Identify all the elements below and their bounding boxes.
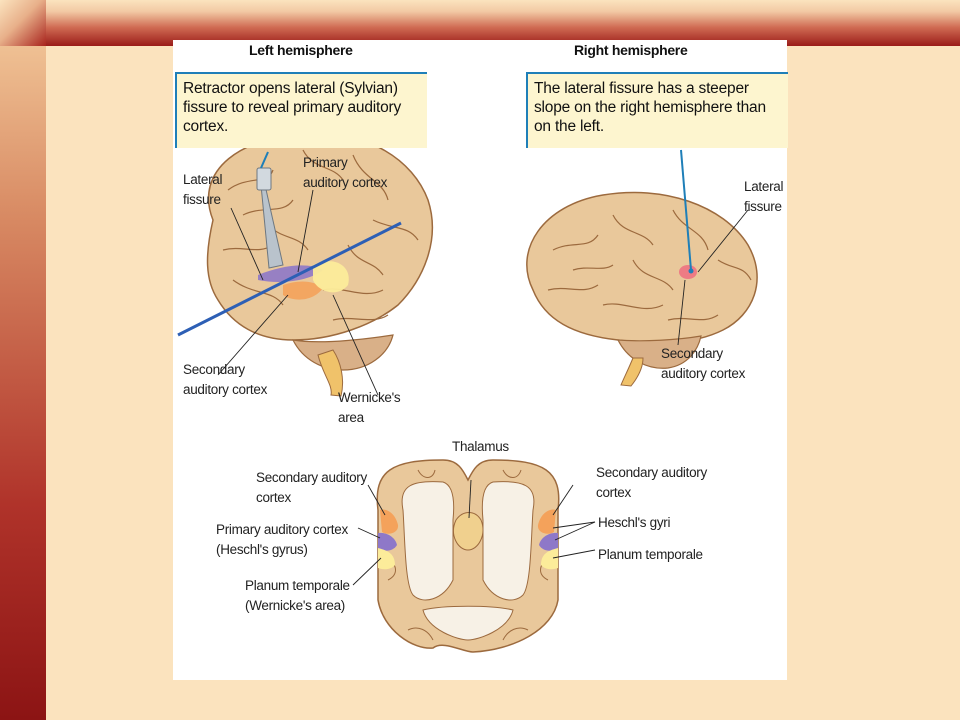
callout-right: The lateral fissure has a steeper slope …: [526, 72, 788, 148]
slide-top-bar: [46, 0, 960, 46]
label-left-lateral: Lateral: [183, 172, 223, 187]
label-right-secondary: Secondary: [661, 346, 723, 361]
label-section-heschl-gyri: Heschl's gyri: [598, 515, 671, 530]
label-thalamus: Thalamus: [452, 439, 509, 454]
label-left-secondary: Secondary: [183, 362, 245, 377]
label-section-secondary-left-2: cortex: [256, 490, 291, 505]
slide-left-bar: [0, 0, 46, 720]
label-left-primary: Primary: [303, 155, 348, 170]
callout-left: Retractor opens lateral (Sylvian) fissur…: [175, 72, 427, 148]
label-left-wernicke: Wernicke's: [338, 390, 401, 405]
label-left-area: area: [338, 410, 364, 425]
coronal-section: [352, 459, 596, 653]
label-section-primary-1: Primary auditory cortex: [216, 522, 348, 537]
label-section-planum-1: Planum temporale: [245, 578, 350, 593]
heading-left-hemisphere: Left hemisphere: [249, 42, 353, 58]
label-section-planum-2: (Wernicke's area): [245, 598, 346, 613]
label-left-secondary-auditory-cortex: auditory cortex: [183, 382, 268, 397]
label-section-primary-2: (Heschl's gyrus): [216, 542, 308, 557]
heading-right-hemisphere: Right hemisphere: [574, 42, 688, 58]
diagram-drawing: [177, 133, 758, 653]
label-section-secondary-left-1: Secondary auditory: [256, 470, 367, 485]
label-right-fissure: fissure: [744, 199, 782, 214]
label-right-auditory-cortex: auditory cortex: [661, 366, 746, 381]
label-section-planum-right: Planum temporale: [598, 547, 703, 562]
label-left-fissure: fissure: [183, 192, 221, 207]
right-brain: [526, 149, 758, 387]
left-brain: [177, 133, 434, 397]
label-right-lateral: Lateral: [744, 179, 784, 194]
slide-corner: [0, 0, 46, 46]
label-section-secondary-right-2: cortex: [596, 485, 631, 500]
label-section-secondary-right-1: Secondary auditory: [596, 465, 707, 480]
label-left-primary-auditory-cortex: auditory cortex: [303, 175, 388, 190]
diagram-panel: Left hemisphere Right hemisphere Retract…: [173, 40, 788, 680]
